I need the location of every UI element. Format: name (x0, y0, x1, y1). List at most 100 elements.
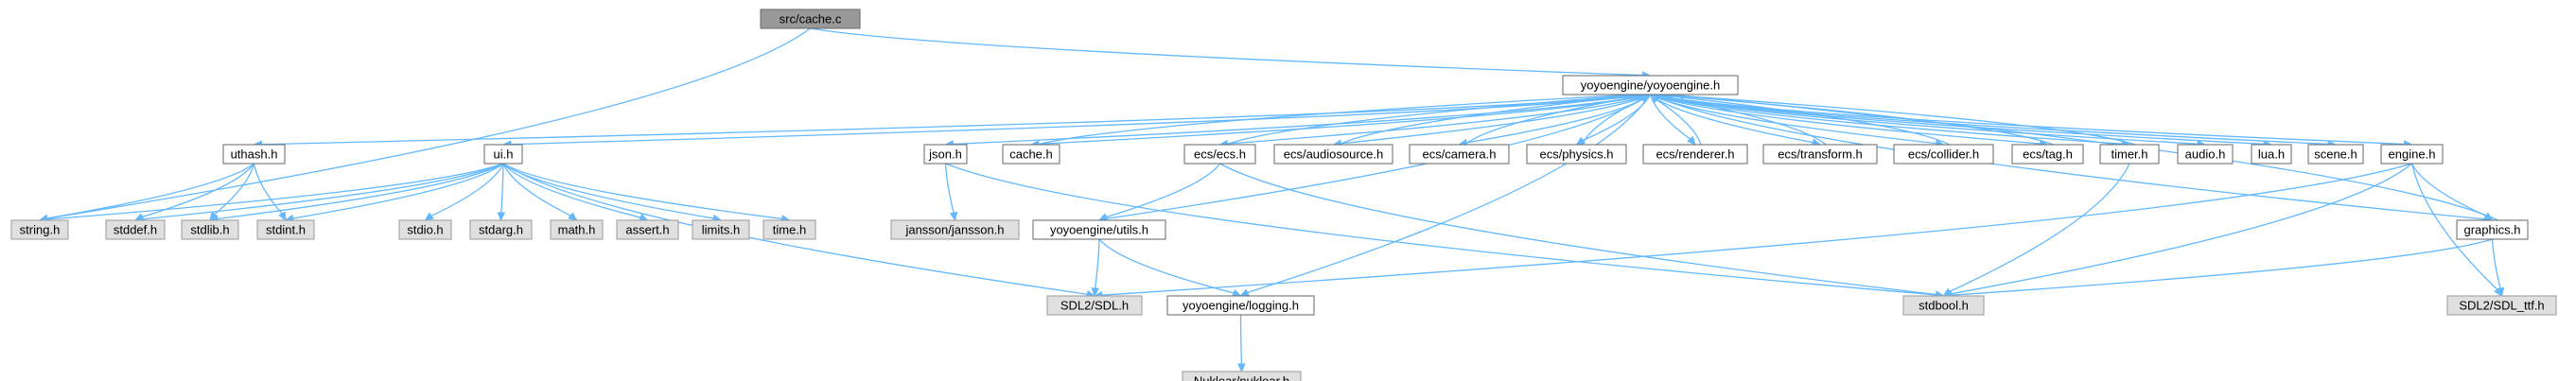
node-box (1526, 144, 1627, 165)
node-engine[interactable]: engine.h (2380, 144, 2444, 165)
edge-utils-to-sdl (1091, 238, 1100, 298)
node-stdarg: stdarg.h (469, 219, 533, 240)
node-cache-c[interactable]: src/cache.c (760, 9, 861, 29)
edge-line (214, 163, 255, 216)
edge-json-to-jansson (944, 163, 958, 222)
node-box (398, 219, 452, 240)
node-sdl-ttf: SDL2/SDL_ttf.h (2446, 295, 2557, 316)
node-audio[interactable]: audio.h (2177, 144, 2234, 165)
node-box (2177, 144, 2234, 165)
node-label: audio.h (2185, 147, 2226, 162)
node-physics[interactable]: ecs/physics.h (1526, 144, 1627, 165)
node-label: stdarg.h (479, 223, 523, 237)
edges-layer (38, 27, 2505, 373)
node-label: time.h (773, 223, 806, 237)
node-label: ecs/collider.h (1908, 147, 1979, 162)
node-sdl: SDL2/SDL.h (1046, 295, 1143, 316)
node-label: yoyoengine/logging.h (1183, 299, 1299, 313)
node-string: string.h (10, 219, 69, 240)
edge-arrowhead (568, 212, 578, 221)
edge-line (46, 163, 504, 220)
edge-line (1339, 95, 1634, 146)
node-box (1032, 219, 1166, 240)
node-scene[interactable]: scene.h (2307, 144, 2364, 165)
edge-engine-to-graphics (2410, 163, 2494, 221)
node-utils[interactable]: yoyoengine/utils.h (1032, 219, 1166, 240)
edge-line (502, 163, 571, 216)
edge-line (1247, 94, 1652, 294)
node-box (760, 9, 861, 29)
node-lua[interactable]: lua.h (2251, 144, 2292, 165)
node-yoyoengine[interactable]: yoyoengine/yoyoengine.h (1562, 75, 1739, 95)
node-box (1046, 295, 1143, 316)
node-label: stdint.h (266, 223, 306, 237)
edge-line (1464, 95, 1638, 146)
node-box (550, 219, 604, 240)
node-transform[interactable]: ecs/transform.h (1762, 144, 1878, 165)
edge-line (1101, 163, 2412, 296)
edge-arrowhead (1651, 94, 1660, 104)
node-label: graphics.h (2464, 223, 2521, 237)
edge-line (1581, 98, 1643, 146)
edge-yoyoengine-to-renderer (1649, 94, 1696, 146)
edge-graphics-to-stdbool (1942, 238, 2493, 300)
edge-yoyoengine-to-uthash (253, 94, 1651, 148)
node-label: stddef.h (114, 223, 157, 237)
edge-line (1951, 238, 2493, 296)
edge-line (253, 163, 283, 215)
edge-line (1227, 94, 1651, 145)
edge-line (502, 163, 782, 220)
node-camera[interactable]: ecs/camera.h (1409, 144, 1510, 165)
edge-ui-to-stdio (424, 163, 504, 221)
edge-line (502, 163, 641, 218)
node-label: ecs/ecs.h (1194, 147, 1246, 162)
node-box (256, 219, 315, 240)
node-timer[interactable]: timer.h (2099, 144, 2160, 165)
edge-yoyoengine-to-transform (1650, 94, 1822, 147)
node-box (181, 219, 239, 240)
node-box (2251, 144, 2292, 165)
node-label: uthash.h (231, 147, 278, 162)
node-stddef: stddef.h (105, 219, 166, 240)
edge-cache-c-to-yoyoengine (810, 27, 1652, 79)
edge-line (1650, 94, 2041, 145)
edge-line (2491, 238, 2501, 289)
node-time: time.h (762, 219, 816, 240)
node-json[interactable]: json.h (923, 144, 968, 165)
edge-line (217, 163, 504, 220)
node-box (222, 144, 286, 165)
node-tag[interactable]: ecs/tag.h (2011, 144, 2084, 165)
node-ui[interactable]: ui.h (483, 144, 523, 165)
node-box (616, 219, 679, 240)
edge-ecs-to-stdbool (1219, 163, 1945, 299)
edge-ui-to-string (38, 163, 504, 224)
edge-arrowhead (1239, 288, 1251, 297)
edge-line (1949, 163, 2130, 292)
node-cache-h[interactable]: cache.h (1002, 144, 1060, 165)
node-uthash[interactable]: uthash.h (222, 144, 286, 165)
edge-uthash-to-stddef (133, 163, 255, 221)
node-math: math.h (550, 219, 604, 240)
node-label: lua.h (2258, 147, 2285, 162)
node-renderer[interactable]: ecs/renderer.h (1642, 144, 1748, 165)
edge-ui-to-assert (502, 163, 649, 221)
nodes-layer: src/cache.c yoyoengine/yoyoengine.h uthash… (10, 9, 2557, 381)
node-label: engine.h (2389, 147, 2436, 162)
node-label: string.h (20, 223, 61, 237)
node-graphics[interactable]: graphics.h (2456, 219, 2529, 240)
node-stdlib: stdlib.h (181, 219, 239, 240)
node-label: ecs/renderer.h (1656, 147, 1734, 162)
edge-arrowhead (497, 212, 506, 222)
edge-line (46, 27, 811, 219)
node-collider[interactable]: ecs/collider.h (1893, 144, 1994, 165)
node-label: scene.h (2314, 147, 2357, 162)
edge-line (1095, 238, 1100, 289)
node-stdbool: stdbool.h (1902, 295, 1985, 316)
node-ecs[interactable]: ecs/ecs.h (1183, 144, 1256, 165)
edge-uthash-to-stdint (253, 163, 287, 222)
node-logging[interactable]: yoyoengine/logging.h (1166, 295, 1315, 316)
edge-line (2410, 163, 2498, 290)
edge-line (500, 163, 504, 214)
node-audiosource[interactable]: ecs/audiosource.h (1273, 144, 1393, 165)
